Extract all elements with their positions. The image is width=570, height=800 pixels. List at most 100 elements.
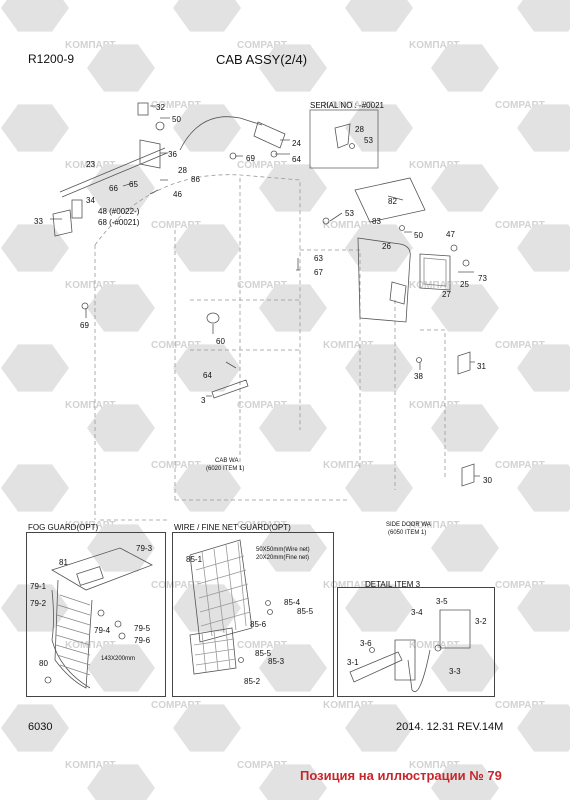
watermark-hexagon <box>517 344 570 392</box>
callout-label: 73 <box>478 274 487 283</box>
callout-label: 79-4 <box>94 626 111 635</box>
watermark-hexagon <box>517 224 570 272</box>
callout-label: 36 <box>168 150 177 159</box>
watermark-text: COMPART <box>495 220 545 231</box>
callout-label: 28 <box>355 125 364 134</box>
watermark-hexagon <box>1 584 69 632</box>
watermark-text: COMPART <box>151 340 201 351</box>
watermark-hexagon <box>431 44 499 92</box>
watermark-text: KOMПAPT <box>65 160 116 171</box>
callout-label: 3-2 <box>475 617 487 626</box>
callout-label: 3-1 <box>347 658 359 667</box>
callout-label: 85-3 <box>268 657 285 666</box>
revision-date: 2014. 12.31 REV.14M <box>396 721 504 733</box>
callout-label: 3-6 <box>360 639 372 648</box>
watermark-text: KOMПAPT <box>409 520 460 531</box>
callout-label: 63 <box>314 254 323 263</box>
watermark-text: COMPART <box>151 700 201 711</box>
watermark-text: KOMПAPT <box>409 160 460 171</box>
watermark-hexagon <box>1 104 69 152</box>
watermark-hexagon <box>345 704 413 752</box>
model-number: R1200-9 <box>28 52 75 66</box>
callout-label: 85-5 <box>255 649 272 658</box>
watermark-hexagon <box>259 404 327 452</box>
watermark-text: COMPART <box>151 100 201 111</box>
serial-label: SERIAL NO : -#0021 <box>310 101 384 110</box>
side-door-label: SIDE DOOR WA <box>386 522 431 528</box>
callout-label: 50 <box>414 231 423 240</box>
callout-label: 34 <box>86 196 95 205</box>
watermark-text: COMPART <box>495 100 545 111</box>
detail-box <box>337 587 495 697</box>
callout-label: 85-1 <box>186 555 203 564</box>
watermark-hexagon <box>345 0 413 32</box>
watermark-text: COMPART <box>237 400 287 411</box>
watermark-hexagon <box>173 0 241 32</box>
callout-label: 3-5 <box>436 597 448 606</box>
watermark-text: COMPART <box>237 520 287 531</box>
watermark-text: COMPART <box>237 640 287 651</box>
watermark-hexagon <box>517 584 570 632</box>
watermark-hexagon <box>345 464 413 512</box>
watermark-hexagon <box>517 0 570 32</box>
callout-label: 79-2 <box>30 599 47 608</box>
watermark-text: COMPART <box>151 460 201 471</box>
position-caption: Позиция на иллюстрации № 79 <box>300 768 502 783</box>
callout-label: 86 <box>191 175 200 184</box>
callout-label: 28 <box>178 166 187 175</box>
callout-label: 30 <box>483 476 492 485</box>
watermark-hexagon <box>1 0 69 32</box>
watermark-hexagon <box>517 104 570 152</box>
callout-label: 79-5 <box>134 624 151 633</box>
callout-label: 65 <box>129 180 138 189</box>
callout-label: 85-5 <box>297 607 314 616</box>
callout-label: 31 <box>477 362 486 371</box>
callout-label: 60 <box>216 337 225 346</box>
watermark-text: COMPART <box>495 460 545 471</box>
watermark-hexagon <box>173 344 241 392</box>
callout-label: 79-3 <box>136 544 153 553</box>
watermark-text: KOMПAPT <box>65 280 116 291</box>
watermark-text: KOMПAPT <box>65 520 116 531</box>
watermark-text: KOMПAPT <box>323 220 374 231</box>
watermark-hexagon <box>431 524 499 572</box>
detail-title: DETAIL ITEM 3 <box>365 580 421 589</box>
callout-label: 64 <box>203 371 212 380</box>
watermark-hexagon <box>345 104 413 152</box>
callout-label: 26 <box>382 242 391 251</box>
callout-label: 82 <box>388 197 397 206</box>
callout-label: 3-4 <box>411 608 423 617</box>
watermark-text: COMPART <box>237 160 287 171</box>
watermark-text: KOMПAPT <box>323 100 374 111</box>
callout-label: 50 <box>172 115 181 124</box>
net-size-wire: 50X50mm(Wire net) <box>256 547 310 553</box>
fog-guard-box <box>26 532 166 697</box>
watermark-text: COMPART <box>495 580 545 591</box>
watermark-text: KOMПAPT <box>409 760 460 771</box>
callout-label: 32 <box>156 103 165 112</box>
watermark-hexagon <box>345 344 413 392</box>
watermark-hexagon <box>431 404 499 452</box>
watermark-text: KOMПAPT <box>409 640 460 651</box>
callout-label: 69 <box>246 154 255 163</box>
callout-label: 46 <box>173 190 182 199</box>
watermark-hexagon <box>87 284 155 332</box>
fog-size-note: 143X200mm <box>101 656 136 662</box>
watermark-hexagon <box>173 704 241 752</box>
watermark-hexagon <box>431 284 499 332</box>
callout-label: 25 <box>460 280 469 289</box>
watermark-hexagon <box>259 644 327 692</box>
callout-label: 83 <box>372 217 381 226</box>
watermark-text: COMPART <box>495 340 545 351</box>
callout-label: 69 <box>80 321 89 330</box>
watermark-hexagon <box>1 224 69 272</box>
watermark-text: KOMПAPT <box>409 280 460 291</box>
callout-label: 38 <box>414 372 423 381</box>
watermark-text: COMPART <box>237 280 287 291</box>
watermark-text: KOMПAPT <box>409 40 460 51</box>
watermark-text: COMPART <box>237 40 287 51</box>
watermark-hexagon <box>1 344 69 392</box>
watermark-hexagon <box>259 764 327 800</box>
callout-label: 68 (-#0021) <box>98 218 140 227</box>
